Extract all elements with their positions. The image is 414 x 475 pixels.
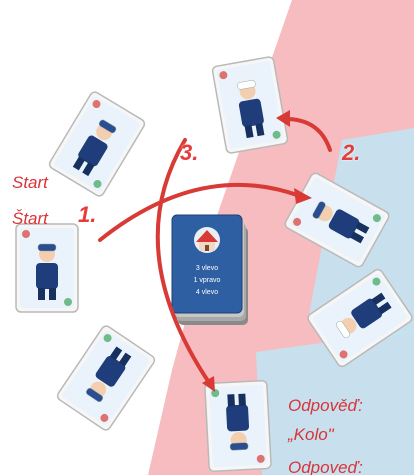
firefighter-icon xyxy=(226,393,250,451)
arrowhead-2 xyxy=(276,110,290,127)
firefighter-icon xyxy=(36,243,58,300)
deck-line-1: 3 vlevo xyxy=(196,265,218,272)
arrowhead-3 xyxy=(202,376,215,392)
deck[interactable]: 3 vlevo 1 vpravo 4 vlevo xyxy=(171,214,248,325)
start-label-sk: Štart xyxy=(12,209,49,228)
firefighter-icon xyxy=(72,119,117,177)
arrows xyxy=(98,117,332,386)
step-3: 3. xyxy=(180,140,198,165)
arrow-step-1 xyxy=(98,182,302,242)
step-2: 2. xyxy=(341,140,360,165)
answer-value: „Kolo" xyxy=(287,425,335,444)
chef-icon xyxy=(237,80,265,139)
card-top-left[interactable] xyxy=(48,90,146,197)
arrowhead-1 xyxy=(294,188,312,204)
card-right-lower[interactable] xyxy=(306,268,414,369)
arrow-step-3 xyxy=(155,138,212,386)
deck-line-3: 4 vlevo xyxy=(196,289,218,296)
house-icon xyxy=(194,227,220,253)
firefighter-icon xyxy=(312,201,370,244)
card-bottom-center[interactable] xyxy=(204,379,272,473)
firefighter-icon xyxy=(86,346,132,403)
step-1: 1. xyxy=(78,202,96,227)
card-bottom-left[interactable] xyxy=(56,324,157,432)
chef-icon xyxy=(335,292,392,338)
blue-zone-lower xyxy=(256,330,414,475)
arrowheads xyxy=(202,110,312,392)
answer-label-sk: Odpoveď: xyxy=(288,458,363,475)
card-top-center[interactable] xyxy=(211,56,289,154)
start-label-cz: Start xyxy=(12,173,49,192)
deck-line-2: 1 vpravo xyxy=(194,277,221,284)
arrow-step-2 xyxy=(286,117,332,152)
answer-label-cz: Odpověď: xyxy=(288,396,363,415)
card-start-left[interactable] xyxy=(15,223,79,313)
